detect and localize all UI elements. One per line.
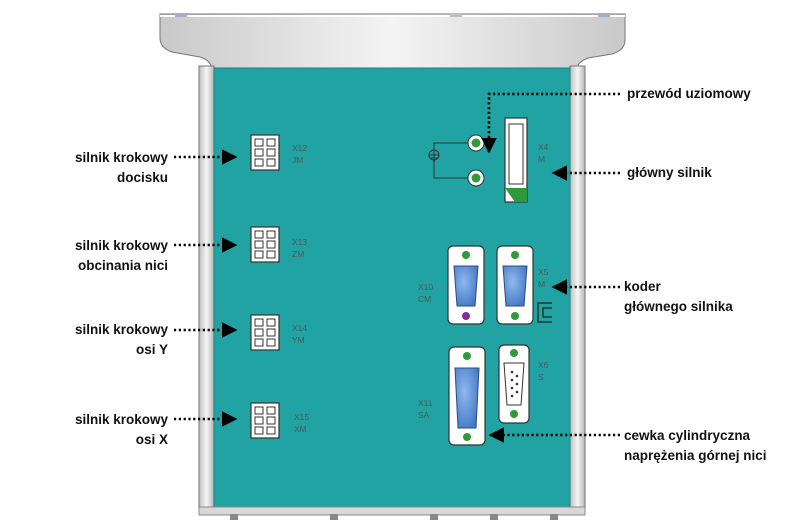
- x11-code: SA: [418, 410, 430, 420]
- label-osi-x-line2: osi X: [135, 432, 168, 447]
- top-flange: [159, 13, 626, 69]
- connector-x11: X11 SA: [418, 346, 486, 446]
- label-docisku-line1: silnik krokowy: [74, 150, 168, 165]
- x14-id: X14: [292, 323, 307, 333]
- connector-x5: X5 M: [496, 245, 549, 325]
- x5-id: X5: [538, 267, 549, 277]
- x10-code: CM: [418, 294, 431, 304]
- left-rail: [198, 65, 215, 510]
- x4-id: X4: [538, 142, 549, 152]
- label-docisku: silnik krokowy docisku: [40, 148, 168, 188]
- label-koder-line1: koder: [624, 279, 661, 294]
- x12-code: JM: [292, 155, 303, 165]
- x12-id: X12: [292, 143, 307, 153]
- connector-x13: X13 ZM: [250, 226, 307, 263]
- label-osi-y-line1: silnik krokowy: [74, 322, 168, 337]
- x6-code: S: [538, 372, 544, 382]
- x6-id: X6: [538, 360, 549, 370]
- x10-id: X10: [418, 282, 433, 292]
- label-obcinania-line2: obcinania nici: [77, 258, 168, 273]
- label-glowny-line1: główny silnik: [627, 165, 712, 180]
- label-koder-line2: głównego silnika: [624, 299, 733, 314]
- label-osi-y: silnik krokowy osi Y: [40, 320, 168, 360]
- bottom-strip: [198, 506, 586, 520]
- label-cewka-line2: naprężenia górnej nici: [624, 448, 767, 463]
- x15-code: XM: [294, 424, 307, 434]
- x11-id: X11: [418, 398, 433, 408]
- label-docisku-line2: docisku: [116, 170, 168, 185]
- x13-id: X13: [292, 237, 307, 247]
- label-osi-x: silnik krokowy osi X: [40, 410, 168, 450]
- label-koder: koder głównego silnika: [624, 277, 733, 317]
- connector-x6: X6 S: [498, 344, 549, 424]
- connector-x15: X15 XM: [250, 402, 309, 439]
- label-osi-x-line1: silnik krokowy: [74, 412, 168, 427]
- label-obcinania-line1: silnik krokowy: [74, 238, 168, 253]
- label-cewka-line1: cewka cylindryczna: [624, 428, 751, 443]
- x5-code: M: [538, 279, 545, 289]
- x15-id: X15: [294, 412, 309, 422]
- label-obcinania: silnik krokowy obcinania nici: [40, 236, 168, 276]
- connector-x10: X10 CM: [418, 245, 485, 325]
- bracket-mark: [537, 302, 552, 323]
- label-glowny: główny silnik: [627, 163, 712, 183]
- ground-terminal: [428, 134, 485, 187]
- x14-code: YM: [292, 335, 305, 345]
- right-rail: [569, 65, 586, 510]
- x4-code: M: [538, 154, 545, 164]
- label-uziom-line1: przewód uziomowy: [627, 86, 751, 101]
- label-uziom: przewód uziomowy: [627, 84, 751, 104]
- label-osi-y-line2: osi Y: [135, 342, 168, 357]
- connector-x4: X4 M: [504, 117, 549, 203]
- connector-x14: X14 YM: [250, 314, 307, 351]
- connector-x12: X12 JM: [250, 134, 307, 171]
- x13-code: ZM: [292, 249, 304, 259]
- label-cewka: cewka cylindryczna naprężenia górnej nic…: [624, 426, 767, 466]
- leader-lines: [174, 92, 620, 443]
